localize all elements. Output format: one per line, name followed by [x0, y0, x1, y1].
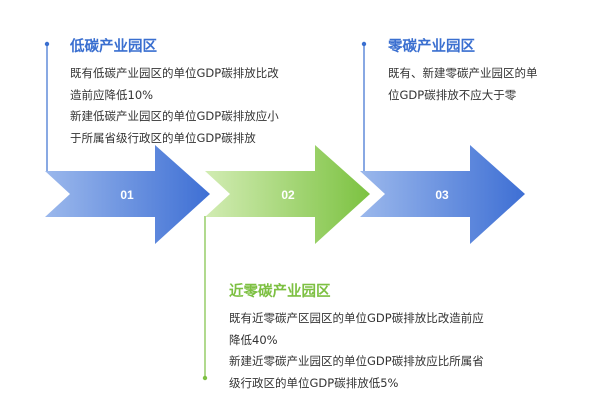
stage-text-line: 级行政区的单位GDP碳排放低5% [229, 375, 399, 390]
stage-title: 低碳产业园区 [70, 39, 157, 55]
stage-title: 零碳产业园区 [388, 39, 475, 55]
connector-dot-near [202, 375, 208, 381]
stage-text-line: 既有低碳产业园区的单位GDP碳排放比改 [70, 66, 279, 80]
arrow-label-03: 03 [435, 188, 449, 202]
stage-text-line: 新建低碳产业园区的单位GDP碳排放应小 [70, 109, 279, 123]
stage-title: 近零碳产业园区 [229, 284, 331, 300]
stage-text-line: 于所属省级行政区的单位GDP碳排放 [70, 130, 256, 145]
stage-text-line: 位GDP碳排放不应大于零 [388, 87, 517, 102]
stage-text-line: 造前应降低10% [70, 87, 154, 102]
stage-text-line: 既有、新建零碳产业园区的单 [388, 66, 538, 80]
stage-text-line: 新建近零碳产业园区的单位GDP碳排放应比所属省 [229, 354, 484, 368]
stage-text-line: 降低40% [229, 332, 278, 347]
connector-dot-low [44, 41, 50, 47]
stage-near-zero-carbon: 近零碳产业园区 既有近零碳产区园区的单位GDP碳排放比改造前应 降低40% 新建… [229, 283, 484, 394]
arrow-03 [360, 145, 525, 244]
stage-text-line: 既有近零碳产区园区的单位GDP碳排放比改造前应 [229, 311, 484, 325]
stage-low-carbon: 低碳产业园区 既有低碳产业园区的单位GDP碳排放比改 造前应降低10% 新建低碳… [70, 38, 279, 149]
arrow-label-02: 02 [281, 188, 295, 202]
connector-dot-zero [361, 41, 367, 47]
stage-zero-carbon: 零碳产业园区 既有、新建零碳产业园区的单 位GDP碳排放不应大于零 [388, 38, 538, 106]
arrow-label-01: 01 [120, 188, 134, 202]
arrow-01 [45, 145, 210, 244]
arrow-02 [205, 145, 370, 244]
